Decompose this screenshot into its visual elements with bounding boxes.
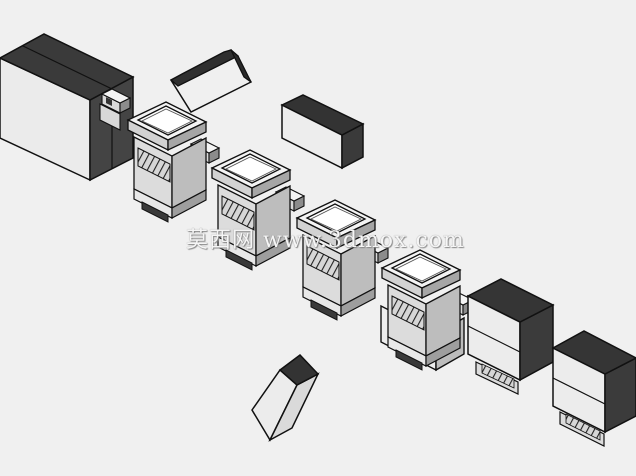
loose-box-bottom — [251, 353, 320, 442]
connector-housing-4 — [380, 249, 465, 372]
watermark-text: 莫西网 www.3dmox.com — [186, 228, 465, 253]
connector-housing-3 — [296, 199, 376, 321]
loose-box-middle — [280, 94, 365, 170]
connector-housing-1 — [127, 101, 207, 223]
stacked-module-1 — [466, 278, 555, 395]
stacked-module-2 — [551, 330, 636, 447]
loose-box-top — [169, 49, 253, 113]
